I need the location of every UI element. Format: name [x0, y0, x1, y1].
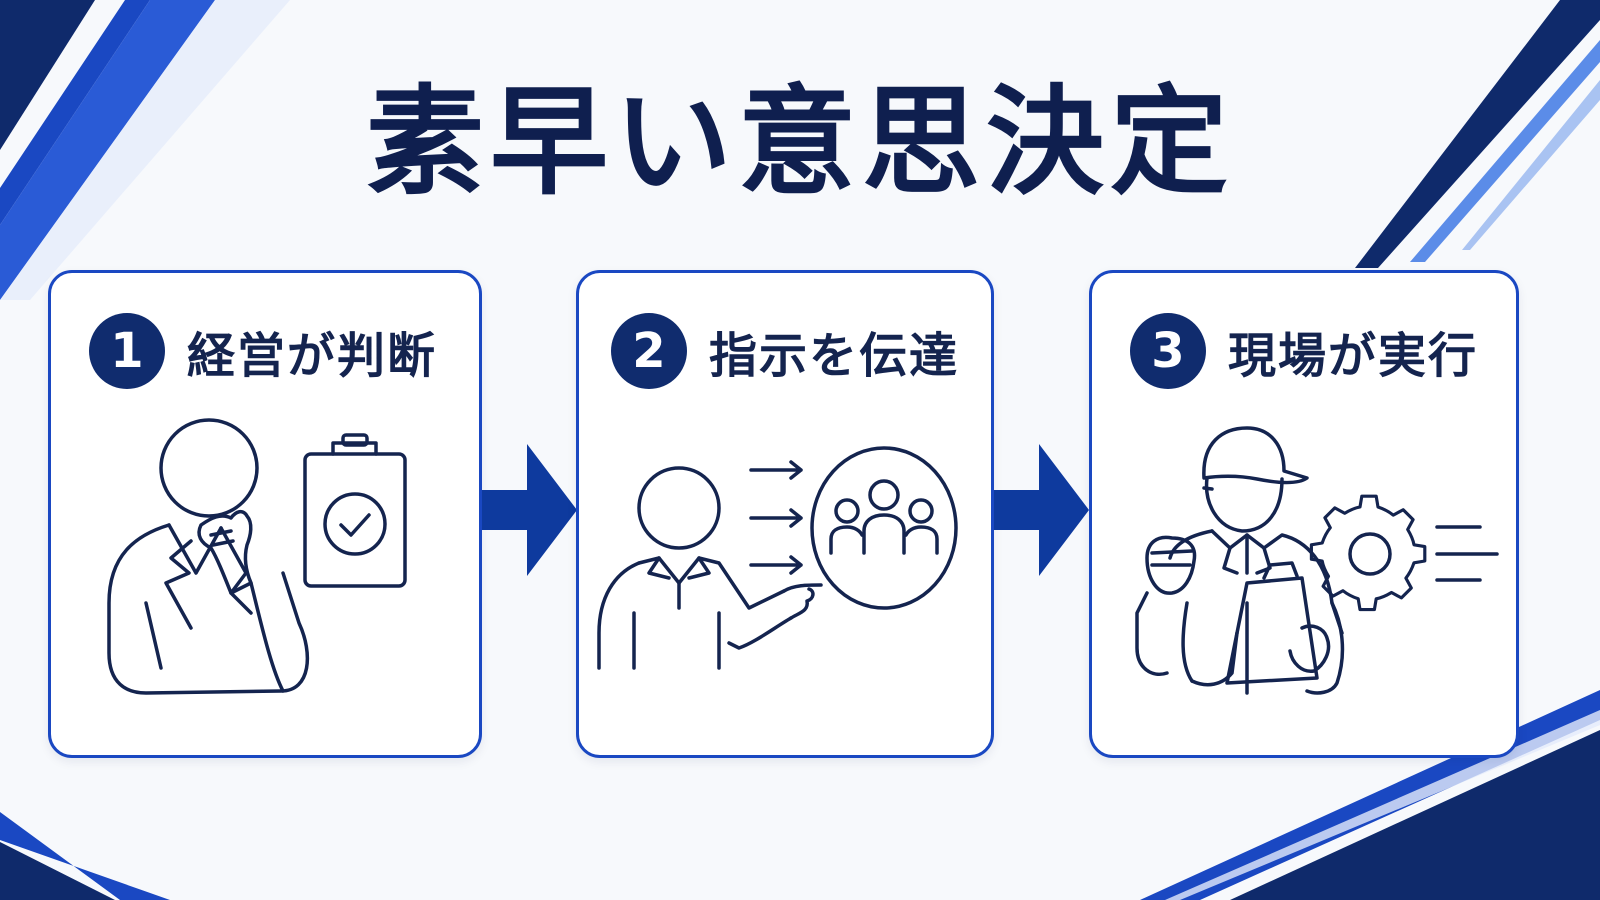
flow-arrow-1 — [482, 444, 577, 576]
flow-arrow-2 — [994, 444, 1089, 576]
step-label: 現場が実行 — [1228, 328, 1479, 384]
page-title: 素早い意思決定 — [365, 73, 1234, 211]
step-card-1: 1 経営が判断 — [48, 270, 482, 758]
manager-instructing-team-icon — [597, 446, 958, 670]
step-label: 指示を伝達 — [709, 328, 960, 384]
step-label: 経営が判断 — [187, 328, 438, 384]
step-number-badge: 2 — [611, 313, 687, 389]
worker-executing-icon — [1135, 426, 1499, 695]
step-header-3: 3 現場が実行 — [1130, 313, 1478, 389]
executive-thinking-icon — [107, 418, 407, 695]
step-header-2: 2 指示を伝達 — [611, 313, 959, 389]
step-number-badge: 3 — [1130, 313, 1206, 389]
step-card-2: 2 指示を伝達 — [576, 270, 994, 758]
step-header-1: 1 経営が判断 — [89, 313, 437, 389]
step-number-badge: 1 — [89, 313, 165, 389]
step-card-3: 3 現場が実行 — [1089, 270, 1519, 758]
